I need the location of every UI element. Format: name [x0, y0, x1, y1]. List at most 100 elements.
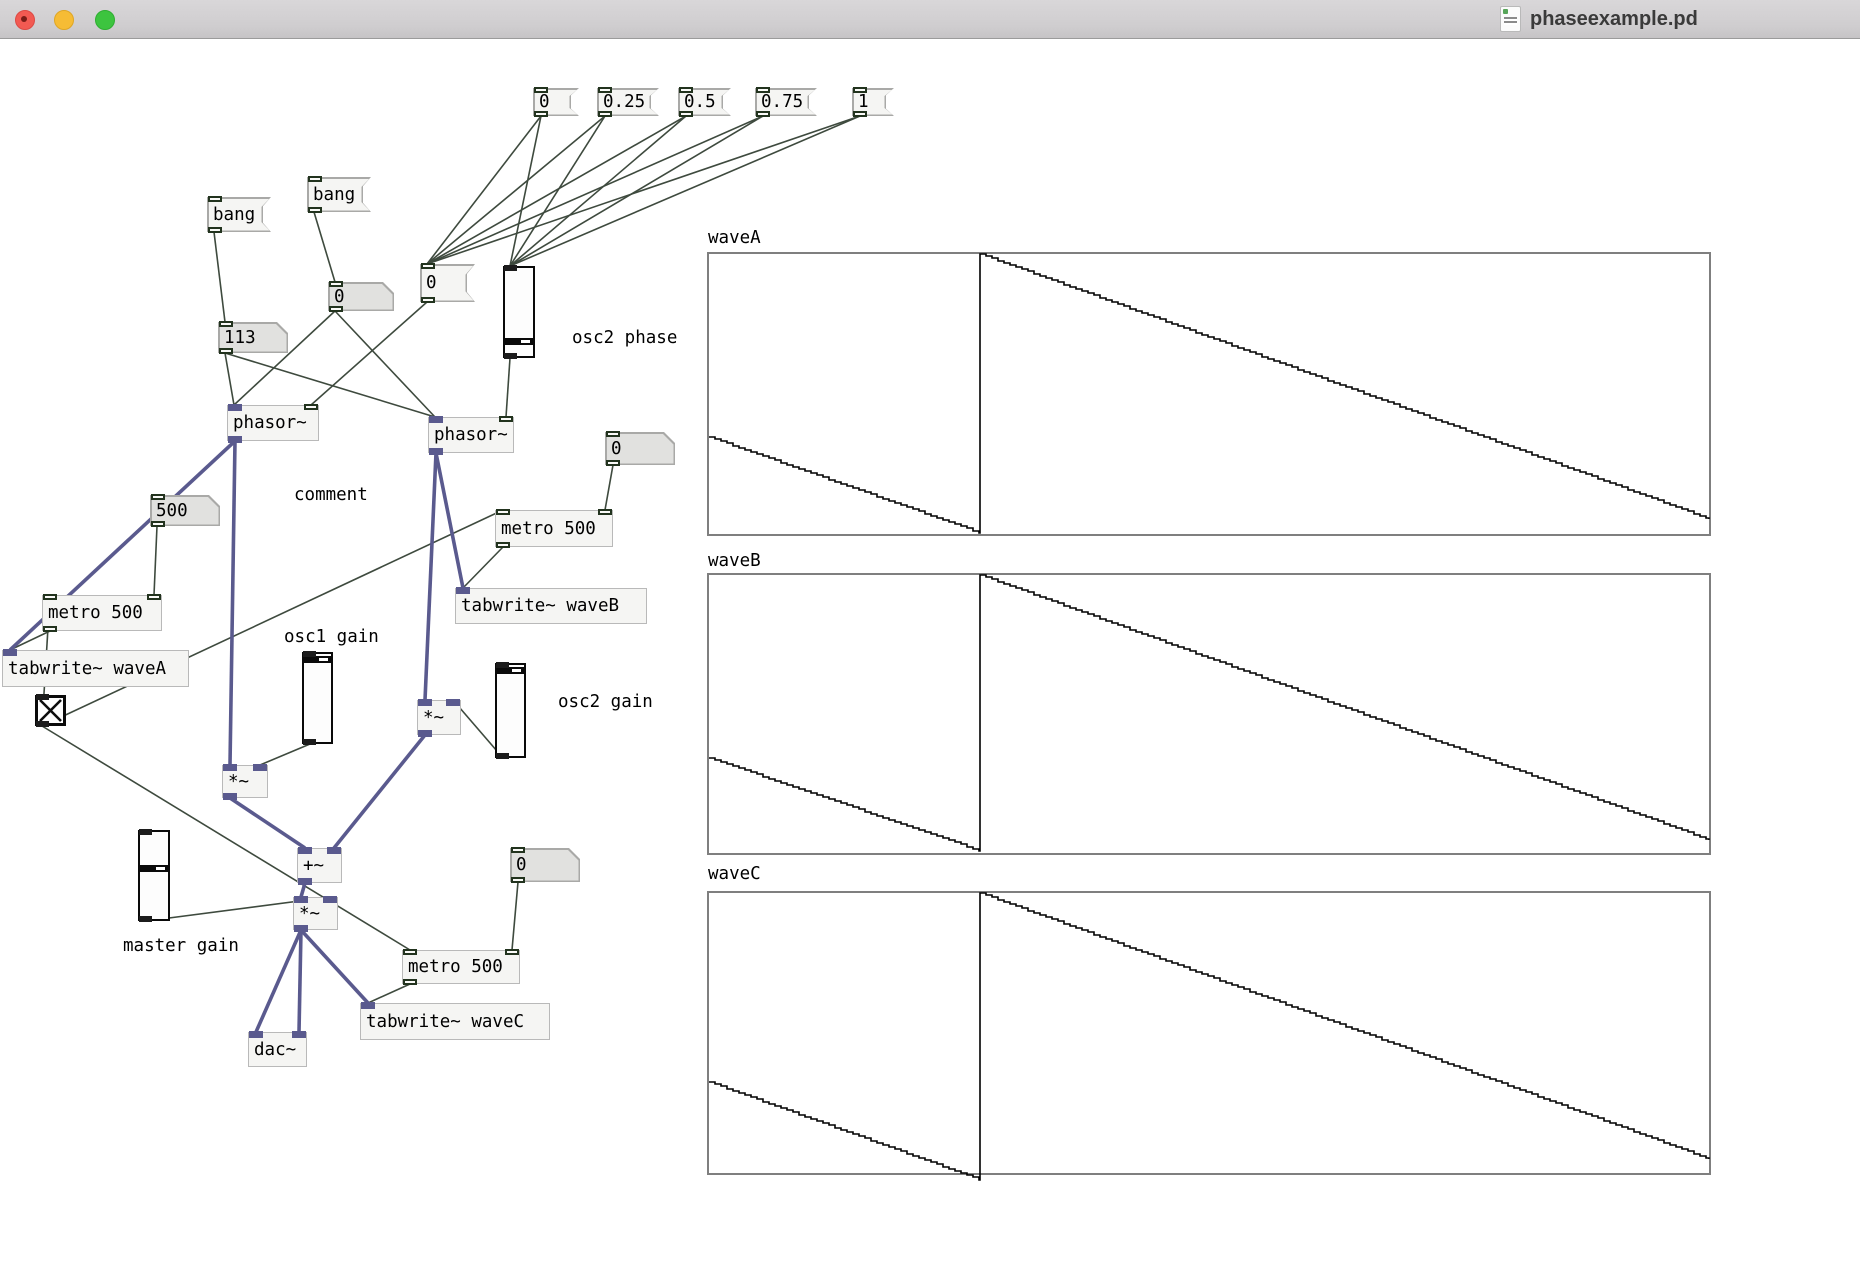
signal-cord[interactable]: [297, 929, 303, 1033]
control-cord[interactable]: [426, 115, 542, 265]
control-cord[interactable]: [334, 310, 436, 418]
number-0-metro-b-inlet-0[interactable]: [606, 431, 620, 437]
signal-cord[interactable]: [434, 452, 465, 589]
slider-osc2-phase[interactable]: [503, 266, 535, 358]
object-metro-b[interactable]: metro 500: [495, 510, 613, 547]
control-cord[interactable]: [604, 464, 614, 511]
control-cord[interactable]: [41, 509, 504, 727]
slider-master-gain-outlet-0[interactable]: [139, 916, 152, 922]
object-metro-a-inlet-0[interactable]: [43, 594, 57, 600]
slider-master-gain[interactable]: [138, 830, 170, 921]
slider-osc2-phase-inlet-0[interactable]: [504, 265, 517, 271]
number-0-top[interactable]: 0: [328, 282, 394, 311]
object-multiply-osc1-outlet-0[interactable]: [223, 793, 237, 800]
object-multiply-osc2-inlet-1[interactable]: [446, 699, 460, 706]
object-metro-c-inlet-1[interactable]: [505, 949, 519, 955]
signal-cord[interactable]: [332, 733, 427, 850]
zoom-button[interactable]: [95, 10, 115, 30]
message-1-outlet-0[interactable]: [853, 111, 867, 117]
object-metro-a-outlet-0[interactable]: [43, 626, 57, 632]
object-multiply-osc1-inlet-1[interactable]: [253, 764, 267, 771]
number-0-metro-c[interactable]: 0: [510, 848, 580, 882]
number-500-inlet-0[interactable]: [151, 494, 165, 500]
bang-message-right-inlet-0[interactable]: [308, 176, 322, 182]
slider-osc1-gain-inlet-0[interactable]: [303, 651, 316, 657]
control-cord[interactable]: [426, 115, 687, 265]
object-phasor-1-inlet-1[interactable]: [304, 404, 318, 410]
object-add-inlet-0[interactable]: [298, 847, 312, 854]
object-metro-b-outlet-0[interactable]: [496, 542, 510, 548]
number-113-outlet-0[interactable]: [219, 348, 233, 354]
object-phasor-1-inlet-0[interactable]: [228, 404, 242, 411]
slider-master-gain-inlet-0[interactable]: [139, 829, 152, 835]
control-cord[interactable]: [426, 115, 606, 265]
object-phasor-1-outlet-0[interactable]: [228, 436, 242, 443]
signal-cord[interactable]: [423, 452, 438, 701]
toggle[interactable]: [35, 695, 66, 726]
control-cord[interactable]: [509, 115, 542, 267]
slider-osc2-gain-inlet-0[interactable]: [496, 662, 509, 668]
object-metro-c-outlet-0[interactable]: [403, 979, 417, 985]
slider-osc1-gain-handle[interactable]: [304, 656, 331, 663]
control-cord[interactable]: [509, 115, 687, 267]
control-cord[interactable]: [509, 115, 764, 267]
control-cord[interactable]: [426, 115, 764, 265]
close-button[interactable]: [15, 10, 35, 30]
control-cord[interactable]: [259, 743, 311, 766]
control-cord[interactable]: [452, 699, 504, 759]
slider-osc2-phase-outlet-0[interactable]: [504, 353, 517, 359]
slider-osc2-gain[interactable]: [495, 663, 526, 758]
control-cord[interactable]: [367, 983, 411, 1004]
object-metro-c[interactable]: metro 500: [402, 950, 520, 984]
object-tabwrite-wavec-inlet-0[interactable]: [361, 1002, 375, 1009]
number-113[interactable]: 113: [218, 322, 288, 353]
object-tabwrite-waveb-inlet-0[interactable]: [456, 587, 470, 594]
object-metro-b-inlet-1[interactable]: [598, 509, 612, 515]
control-cord[interactable]: [41, 725, 411, 951]
bang-message-left-inlet-0[interactable]: [208, 196, 222, 202]
number-113-inlet-0[interactable]: [219, 321, 233, 327]
object-multiply-master-outlet-0[interactable]: [294, 925, 308, 932]
control-cord[interactable]: [224, 352, 235, 406]
object-metro-a-inlet-1[interactable]: [147, 594, 161, 600]
object-metro-b-inlet-0[interactable]: [496, 509, 510, 515]
slider-osc2-gain-handle[interactable]: [497, 667, 524, 674]
control-cord[interactable]: [9, 630, 51, 651]
object-multiply-osc2-inlet-0[interactable]: [418, 699, 432, 706]
control-cord[interactable]: [213, 231, 226, 323]
message-0-5[interactable]: 0.5: [678, 88, 731, 116]
object-dac-inlet-0[interactable]: [249, 1031, 263, 1038]
number-500-outlet-0[interactable]: [151, 521, 165, 527]
control-cord[interactable]: [233, 310, 336, 406]
object-tabwrite-wavea-inlet-0[interactable]: [3, 649, 17, 656]
object-multiply-osc2-outlet-0[interactable]: [418, 730, 432, 737]
object-tabwrite-waveb[interactable]: tabwrite~ waveB: [455, 588, 647, 624]
control-cord[interactable]: [313, 211, 336, 283]
object-phasor-2[interactable]: phasor~: [428, 417, 514, 453]
object-phasor-1[interactable]: phasor~: [227, 405, 319, 441]
number-0-metro-c-outlet-0[interactable]: [511, 877, 525, 883]
signal-cord[interactable]: [229, 796, 306, 850]
control-cord[interactable]: [509, 115, 606, 267]
number-0-metro-b-outlet-0[interactable]: [606, 460, 620, 466]
bang-message-left-outlet-0[interactable]: [208, 227, 222, 233]
message-0-outlet-0[interactable]: [534, 111, 548, 117]
message-phase-0-inlet-0[interactable]: [421, 263, 435, 269]
object-add[interactable]: +~: [297, 848, 342, 883]
slider-osc2-phase-handle[interactable]: [505, 338, 533, 345]
message-0-inlet-0[interactable]: [534, 87, 548, 93]
control-cord[interactable]: [462, 546, 504, 589]
toggle-outlet-0[interactable]: [36, 721, 49, 727]
object-tabwrite-wavea[interactable]: tabwrite~ waveA: [2, 650, 189, 687]
number-0-top-outlet-0[interactable]: [329, 306, 343, 312]
message-1-inlet-0[interactable]: [853, 87, 867, 93]
control-cord[interactable]: [505, 357, 511, 418]
object-phasor-2-inlet-1[interactable]: [499, 416, 513, 422]
control-cord[interactable]: [224, 352, 436, 418]
message-0-25-inlet-0[interactable]: [598, 87, 612, 93]
slider-osc1-gain-outlet-0[interactable]: [303, 739, 316, 745]
object-tabwrite-wavec[interactable]: tabwrite~ waveC: [360, 1003, 550, 1040]
bang-message-right-outlet-0[interactable]: [308, 207, 322, 213]
object-add-outlet-0[interactable]: [298, 878, 312, 885]
object-phasor-2-inlet-0[interactable]: [429, 416, 443, 423]
